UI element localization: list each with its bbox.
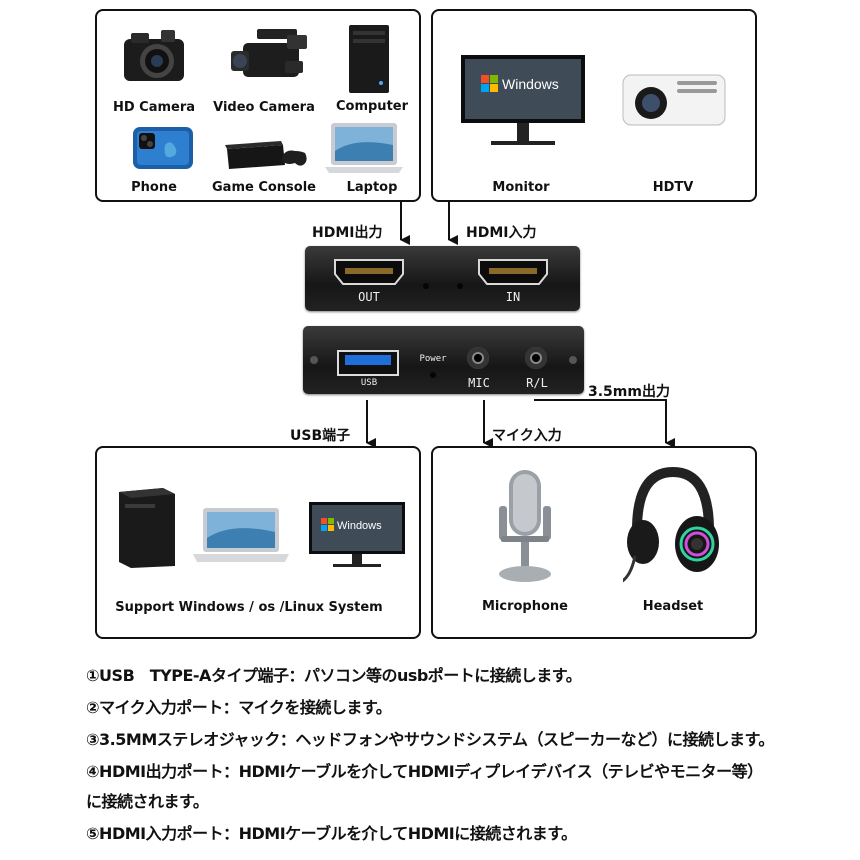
label-microphone: Microphone [481,599,569,614]
description-line: ④HDMI出力ポート：HDMIケーブルを介してHDMIディプレイデバイス（テレビ… [86,762,763,781]
label-laptop: Laptop [346,180,398,195]
label-phone: Phone [131,180,177,195]
description-line: に接続されます。 [86,792,209,811]
usb-port [337,350,399,376]
arrow-audio-out [534,399,675,448]
flow-label-audio-out: 3.5mm出力 [588,384,670,400]
phone-icon [133,127,193,169]
audio-panel: Microphone Headset [431,446,757,639]
flow-label-hdmi-in: HDMI入力 [466,225,537,241]
mic-jack [467,347,489,369]
indicator-dot [457,283,463,289]
usb-port-tongue [345,355,391,365]
system-screen-text: Windows [337,520,382,532]
pc-tower-icon [119,488,175,568]
port-label-out: OUT [358,290,380,304]
label-monitor: Monitor [492,180,550,195]
port-label-mic: MIC [468,376,490,390]
headset-icon [623,466,719,583]
flow-label-usb: USB端子 [290,428,351,444]
capture-device-back: USB Power MIC R/L [303,326,584,394]
label-headset: Headset [642,599,704,614]
sources-panel: HD Camera Video Camera Computer Phone Ga… [95,9,421,202]
rl-jack [525,347,547,369]
description-line: ⑤HDMI入力ポート：HDMIケーブルを介してHDMIに接続されます。 [86,824,577,843]
projector-icon [622,74,726,126]
laptop-icon [325,123,403,173]
description-line: ③3.5MMステレオジャック：ヘッドフォンやサウンドシステム（スピーカーなど）に… [86,730,774,749]
power-led [430,372,436,378]
port-label-power: Power [419,354,447,364]
flow-label-mic-in: マイク入力 [492,428,562,444]
game-console-icon [225,141,307,169]
pc-tower-icon [349,25,389,93]
screw-icon [310,356,318,364]
monitor-icon: Windows [309,502,405,567]
hdmi-in-port [478,259,548,285]
laptop-icon [193,508,289,562]
displays-panel: Windows Monitor HDTV [431,9,757,202]
flow-label-hdmi-out: HDMI出力 [312,225,383,241]
port-label-in: IN [505,290,521,304]
indicator-dot [423,283,429,289]
port-label-rl: R/L [526,376,548,390]
label-video-camera: Video Camera [213,100,315,115]
capture-device-front: OUT IN [305,246,580,311]
system-caption: Support Windows / os /Linux System [115,600,383,615]
label-game-console: Game Console [212,180,316,195]
description-line: ②マイク入力ポート：マイクを接続します。 [86,698,392,717]
microphone-icon [499,470,551,582]
hdmi-out-port [334,259,404,285]
monitor-icon: Windows [461,55,585,145]
description-line: ①USB TYPE-Aタイプ端子：パソコン等のusbポートに接続します。 [86,666,582,685]
video-camera-icon [231,29,307,77]
monitor-screen-text: Windows [502,76,559,92]
port-label-usb: USB [360,378,378,388]
label-computer: Computer [335,99,409,114]
screw-icon [569,356,577,364]
system-panel: Windows Support Windows / os /Linux Syst… [95,446,421,639]
label-hdtv: HDTV [652,180,694,195]
label-hd-camera: HD Camera [112,100,196,115]
dslr-camera-icon [124,30,184,81]
